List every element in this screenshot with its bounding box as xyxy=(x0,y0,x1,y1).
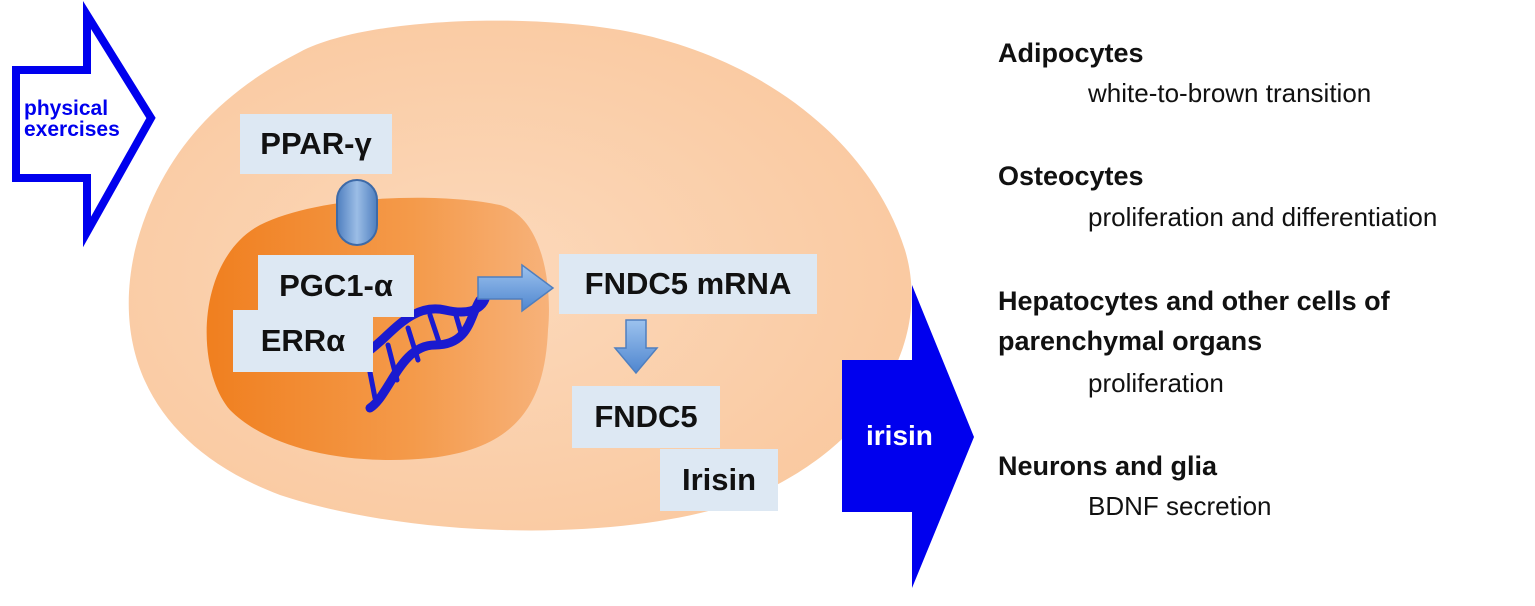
erra-box: ERRα xyxy=(233,310,373,372)
irisin-output-arrow xyxy=(842,285,974,588)
receptor-channel xyxy=(336,179,378,246)
effect-title-adipocytes: Adipocytes xyxy=(998,38,1144,68)
effect-desc-neurons: BDNF secretion xyxy=(1088,491,1272,521)
effect-title-osteocytes: Osteocytes xyxy=(998,161,1144,191)
physical-exercises-label: physical exercises xyxy=(24,98,120,140)
effect-desc-hepatocytes: proliferation xyxy=(1088,368,1224,398)
fndc5-mrna-box: FNDC5 mRNA xyxy=(559,254,817,314)
translation-arrow xyxy=(613,319,659,375)
effect-desc-adipocytes: white-to-brown transition xyxy=(1088,78,1372,108)
effect-title-hepatocytes-line1: Hepatocytes and other cells of xyxy=(998,286,1390,316)
physical-exercises-arrow xyxy=(12,0,156,248)
physical-label-line1: physical xyxy=(24,97,109,120)
ppar-gamma-box: PPAR-γ xyxy=(240,114,392,174)
irisin-box: Irisin xyxy=(660,449,778,511)
effect-desc-osteocytes: proliferation and differentiation xyxy=(1088,202,1438,232)
fndc5-box: FNDC5 xyxy=(572,386,720,448)
exercises-label-line2: exercises xyxy=(24,118,120,141)
effect-title-hepatocytes-line2: parenchymal organs xyxy=(998,326,1263,356)
transcription-arrow xyxy=(477,263,555,313)
effect-title-neurons: Neurons and glia xyxy=(998,451,1218,481)
pgc1-alpha-box: PGC1-α xyxy=(258,255,414,317)
irisin-arrow-label: irisin xyxy=(866,420,933,451)
